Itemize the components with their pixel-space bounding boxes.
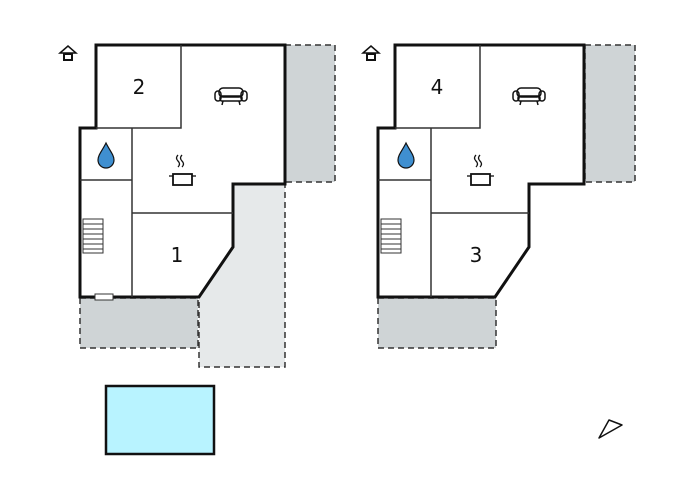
swimming-pool xyxy=(104,384,216,456)
house-entrance-icon xyxy=(361,45,381,61)
house-entrance-icon xyxy=(58,45,78,61)
sofa-icon xyxy=(214,87,248,106)
outer-wall xyxy=(376,43,586,299)
water-drop-icon xyxy=(397,141,415,169)
cooking-pot-icon xyxy=(467,154,494,186)
terrace-right-top xyxy=(584,44,636,183)
room-label-bedroom-top: 4 xyxy=(431,75,444,99)
stairs-icon xyxy=(82,218,104,254)
room-label-bedroom-bottom: 3 xyxy=(470,243,483,267)
unit-left: 2 1 xyxy=(58,43,336,368)
unit-right: 4 3 xyxy=(361,43,636,349)
stairs-icon xyxy=(380,218,402,254)
terrace-bottom xyxy=(79,297,199,349)
water-drop-icon xyxy=(97,141,115,169)
sofa-icon xyxy=(512,87,546,106)
interior-walls xyxy=(378,45,529,297)
terrace-bottom xyxy=(377,297,497,349)
interior-walls xyxy=(80,45,233,297)
room-label-bedroom-bottom: 1 xyxy=(171,243,184,267)
cooking-pot-icon xyxy=(169,154,196,186)
doorway xyxy=(94,293,114,301)
compass-north-arrow-icon xyxy=(598,419,623,439)
terrace-right-top xyxy=(284,44,336,183)
room-label-bedroom-top: 2 xyxy=(133,75,146,99)
